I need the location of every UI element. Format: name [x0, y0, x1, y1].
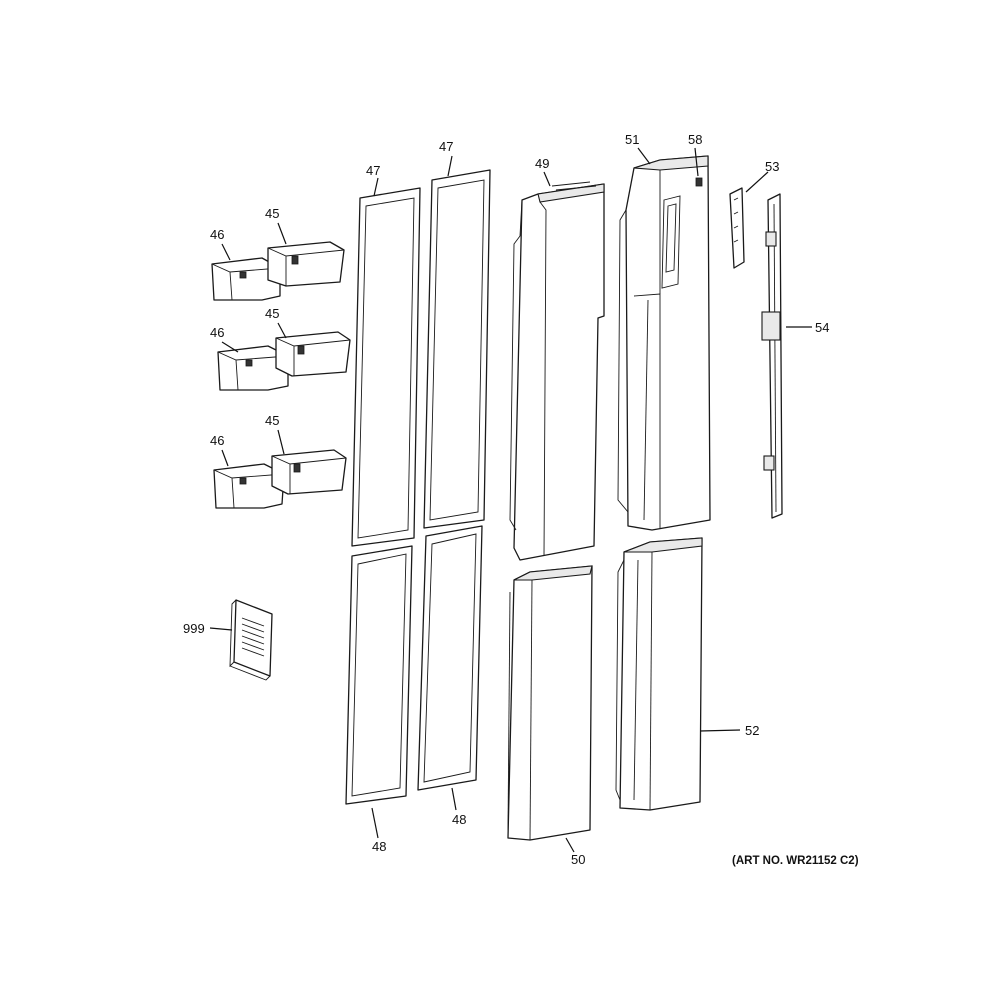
callout-46-middle: 46	[210, 325, 224, 340]
leader-lines	[209, 147, 812, 853]
door-gasket-48-left[interactable]	[345, 545, 413, 805]
freezer-door-50[interactable]	[507, 565, 593, 841]
callout-46-bottom: 46	[210, 433, 224, 448]
door-bin-46-middle[interactable]	[217, 345, 289, 391]
callout-48-left: 48	[372, 839, 386, 854]
door-bin-45-bottom[interactable]	[271, 449, 347, 495]
freezer-door-52[interactable]	[615, 537, 703, 811]
owners-manual-999[interactable]	[229, 599, 273, 681]
callout-48-right: 48	[452, 812, 466, 827]
door-bin-45-middle[interactable]	[275, 331, 351, 377]
callout-45-middle: 45	[265, 306, 279, 321]
badge-58[interactable]	[695, 177, 703, 187]
art-number: (ART NO. WR21152 C2)	[732, 855, 859, 867]
callout-46-top: 46	[210, 227, 224, 242]
door-gasket-47-left[interactable]	[351, 187, 421, 547]
door-gasket-48-right[interactable]	[417, 525, 483, 791]
callout-50: 50	[571, 852, 585, 867]
callout-49: 49	[535, 156, 549, 171]
callout-58: 58	[688, 132, 702, 147]
callout-45-bottom: 45	[265, 413, 279, 428]
callout-53: 53	[765, 159, 779, 174]
hinge-cover-53[interactable]	[729, 187, 745, 269]
dispenser-panel	[661, 195, 681, 289]
door-rail-54[interactable]	[761, 193, 783, 519]
callout-52: 52	[745, 723, 759, 738]
callout-54: 54	[815, 320, 829, 335]
door-bin-45-top[interactable]	[267, 241, 345, 287]
callout-45-top: 45	[265, 206, 279, 221]
door-bin-46-top[interactable]	[211, 257, 281, 301]
callout-47-left: 47	[366, 163, 380, 178]
door-bin-46-bottom[interactable]	[213, 463, 285, 509]
refrigerator-door-51[interactable]	[617, 155, 711, 531]
callout-labels: 46 45 46 45 46 45 999 47 47 48 48 49 50 …	[183, 132, 829, 867]
callout-47-right: 47	[439, 139, 453, 154]
refrigerator-door-49[interactable]	[509, 181, 605, 561]
callout-999: 999	[183, 621, 205, 636]
callout-51: 51	[625, 132, 639, 147]
door-gasket-47-right[interactable]	[423, 169, 491, 529]
